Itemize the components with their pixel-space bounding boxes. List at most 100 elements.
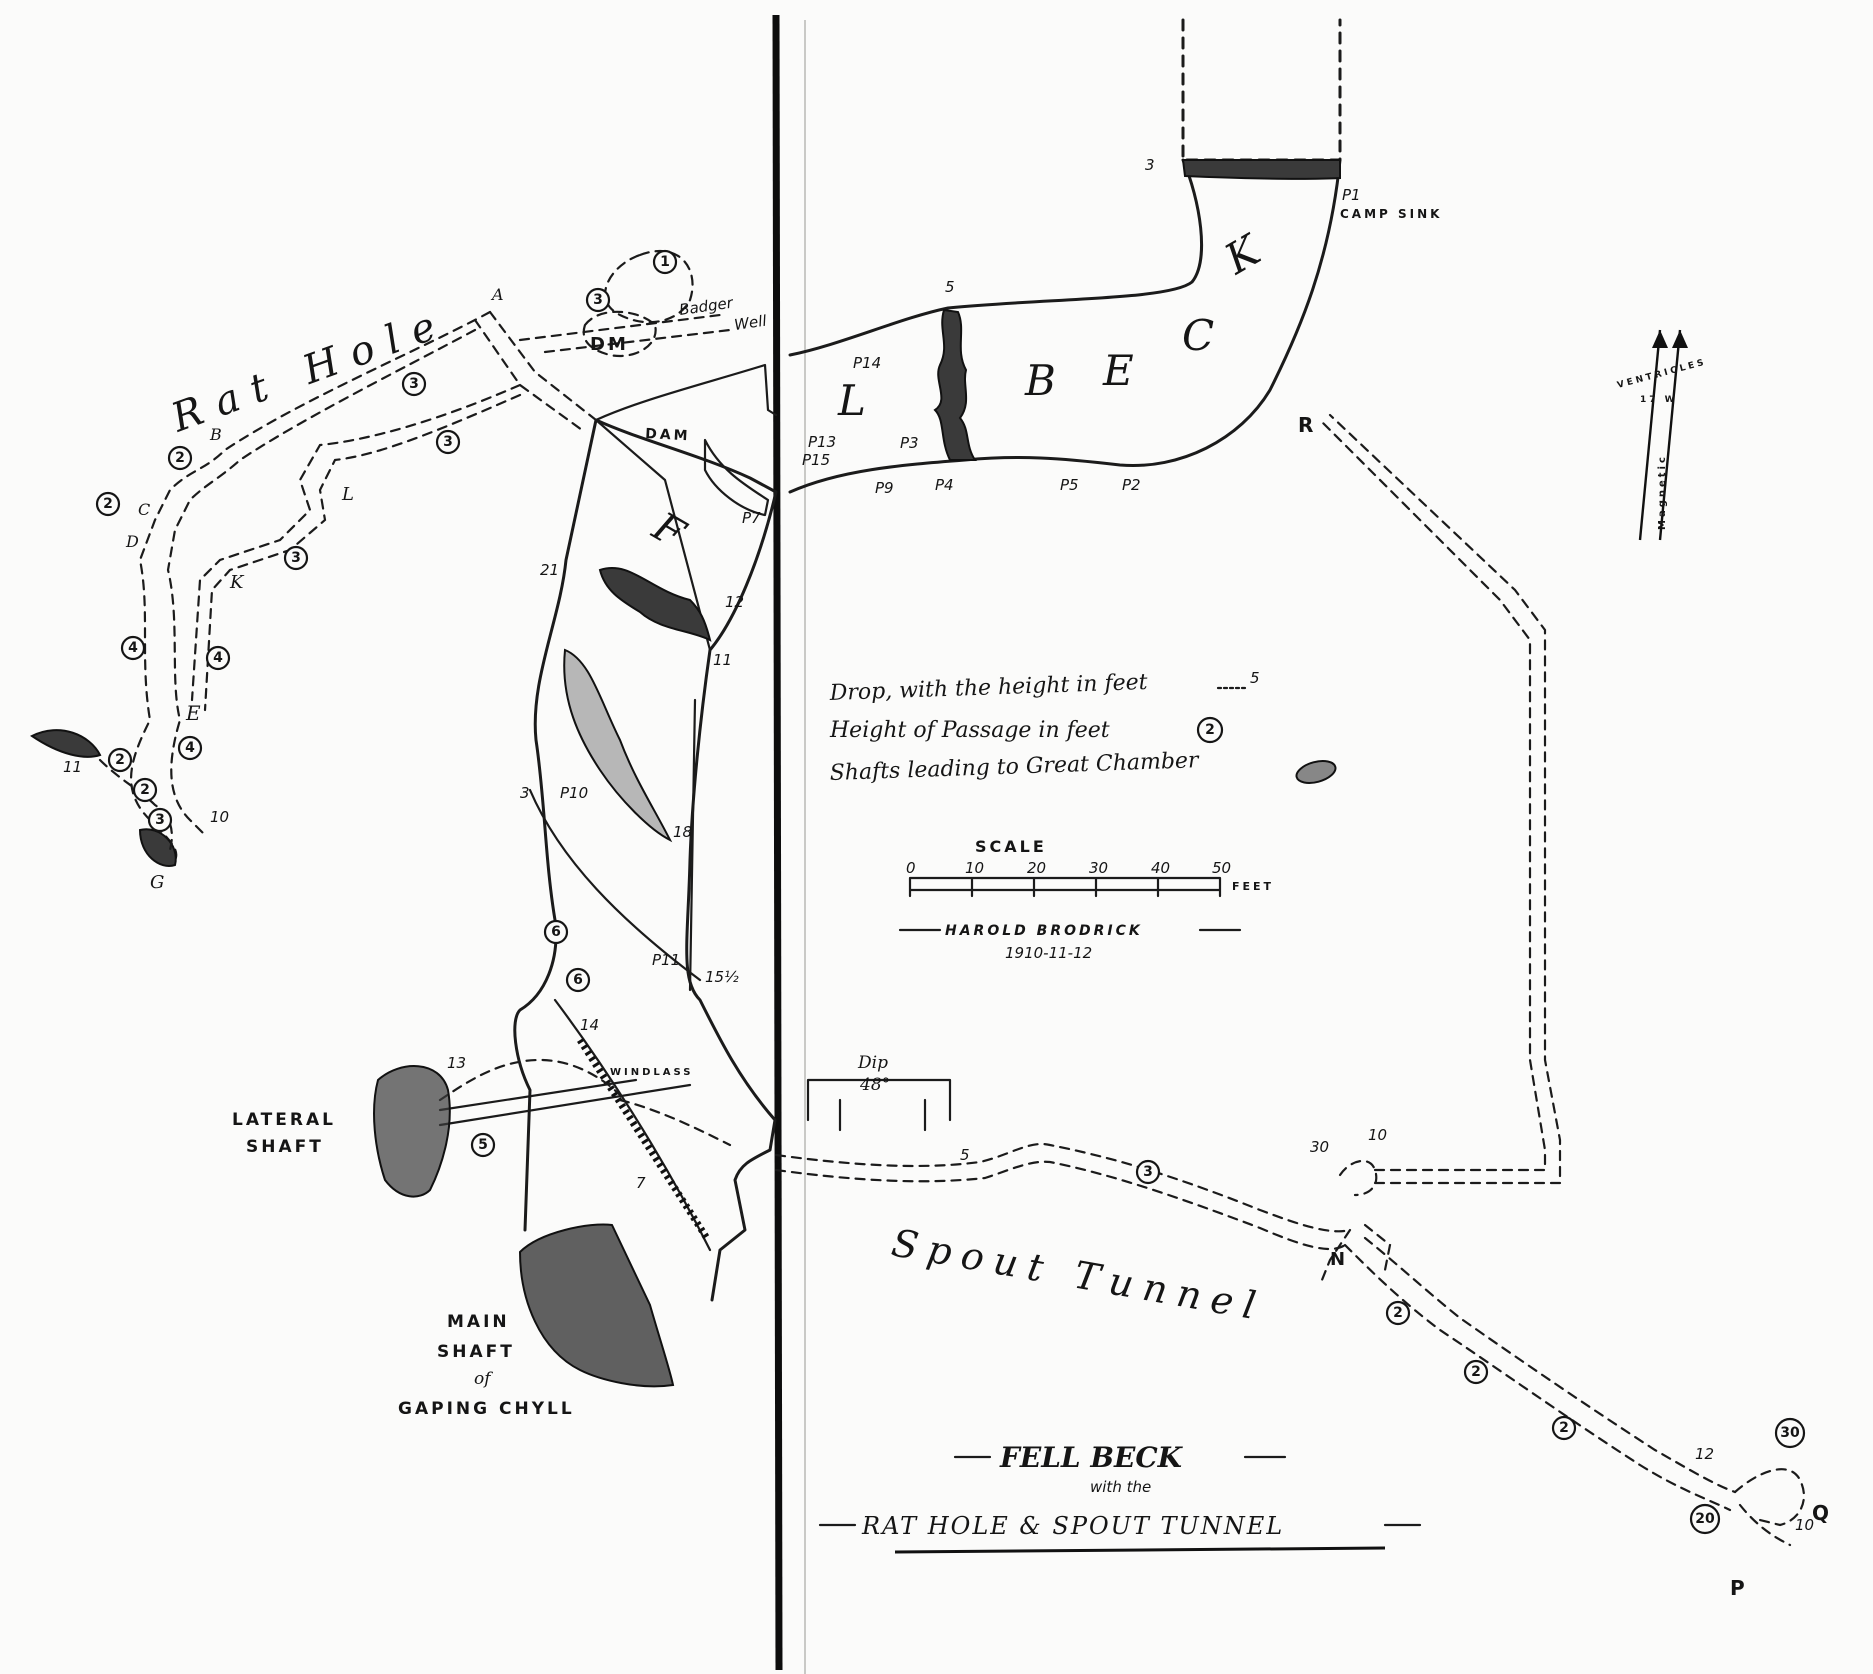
fell-beck-west	[513, 363, 778, 1302]
drop-10b: 10	[1368, 1126, 1387, 1144]
rat-hole-passages	[30, 249, 732, 867]
point-p3: P3	[900, 434, 919, 452]
height-value: 2	[115, 752, 125, 768]
drop-15-half: 15½	[705, 968, 739, 986]
height-circle	[1551, 1415, 1577, 1441]
spout-tunnel	[774, 413, 1805, 1547]
height-value: 2	[1559, 1420, 1569, 1436]
height-value: 3	[291, 550, 301, 566]
well-label: Well	[733, 312, 768, 334]
height-circle	[167, 445, 193, 471]
beck-letter-b: B	[1024, 356, 1056, 405]
point-p5: P5	[1060, 476, 1079, 494]
point-q: Q	[1812, 1501, 1832, 1525]
divider-line	[772, 14, 783, 1671]
height-value: 4	[128, 640, 138, 656]
height-circle	[401, 371, 427, 397]
height-circle	[132, 777, 158, 803]
drop-3b: 3	[520, 784, 530, 802]
camp-sink-label: CAMP SINK	[1340, 207, 1442, 221]
legend: Drop, with the height in feet 5 Height o…	[828, 669, 1337, 786]
point-p7: P7	[742, 509, 761, 527]
height-circle	[652, 249, 678, 275]
point-p13: P13	[808, 433, 836, 451]
rat-hole-label: Rat Hole	[165, 299, 455, 442]
magnetic-label: Magnetic	[1657, 454, 1668, 530]
height-circle	[283, 545, 309, 571]
ledge-hatch-2	[563, 648, 673, 843]
p7-pool	[703, 438, 770, 517]
drop-30: 30	[1310, 1138, 1329, 1156]
height-value: 5	[478, 1137, 488, 1153]
shaft-west-hatch	[30, 729, 102, 758]
height-circle	[1774, 1417, 1806, 1449]
height-circle	[177, 735, 203, 761]
rock-wall-hatch	[933, 308, 977, 461]
ledge-hatch-1	[598, 567, 712, 642]
svg-text:Rat Hole: Rat Hole	[165, 299, 455, 442]
height-value: 3	[1143, 1164, 1153, 1180]
legend-height-sample: 2	[1205, 722, 1215, 738]
point-c: C	[138, 500, 150, 519]
svg-text:SHAFT: SHAFT	[246, 1137, 324, 1157]
scale-tick-20: 20	[1027, 859, 1046, 877]
height-value: 6	[573, 972, 583, 988]
height-value: 3	[443, 434, 453, 450]
dip-value: 48°	[859, 1075, 890, 1095]
main-shaft-label: MAIN SHAFT of GAPING CHYLL	[398, 1312, 575, 1419]
point-g: G	[150, 872, 164, 893]
title-sub: RAT HOLE & SPOUT TUNNEL	[861, 1512, 1284, 1540]
north-arrow	[1638, 329, 1688, 541]
beck-letter-e: E	[1102, 346, 1134, 395]
height-value: 4	[213, 650, 223, 666]
title-main: FELL BECK	[999, 1441, 1184, 1474]
point-p15: P15	[802, 451, 830, 469]
lateral-shaft-connection	[373, 1058, 732, 1388]
height-value: 2	[140, 782, 150, 798]
point-k: K	[229, 572, 245, 593]
drop-7: 7	[636, 1174, 646, 1192]
scale-tick-50: 50	[1212, 859, 1231, 877]
drop-5b: 5	[960, 1146, 970, 1164]
svg-text:GAPING CHYLL: GAPING CHYLL	[398, 1399, 575, 1419]
drop-10c: 10	[1795, 1516, 1814, 1534]
height-value: 4	[185, 740, 195, 756]
piped-line	[577, 1038, 711, 1242]
height-circle	[1385, 1300, 1411, 1326]
point-e: E	[185, 701, 201, 725]
height-circle	[107, 747, 133, 773]
height-value: 3	[593, 292, 603, 308]
height-circle	[147, 807, 173, 833]
legend-shafts: Shafts leading to Great Chamber	[829, 748, 1200, 786]
drop-21: 21	[540, 561, 559, 579]
drop-3: 3	[1145, 156, 1155, 174]
ventricles-value: 17 W	[1640, 395, 1678, 405]
point-n: N	[1330, 1249, 1348, 1270]
beck-letter-c: C	[1182, 311, 1214, 360]
height-value: 6	[551, 924, 561, 940]
svg-text:LATERAL: LATERAL	[232, 1110, 336, 1130]
svg-text:MAIN: MAIN	[447, 1312, 510, 1332]
height-circle	[205, 645, 231, 671]
height-circle	[120, 635, 146, 661]
point-b: B	[209, 425, 222, 444]
scale-bar: SCALE 0 10 20 30 40 50 FEET HAROLD BRODR…	[898, 837, 1271, 962]
height-circle	[565, 967, 591, 993]
pool-hatch	[1181, 159, 1341, 180]
point-p14: P14	[853, 354, 881, 372]
drop-11: 11	[713, 651, 732, 669]
point-l: L	[341, 484, 354, 505]
svg-text:of: of	[474, 1369, 493, 1389]
legend-height-symbol	[1196, 716, 1224, 744]
scale-tick-30: 30	[1089, 859, 1108, 877]
drop-18: 18	[673, 823, 692, 841]
height-circle	[435, 429, 461, 455]
legend-drop: Drop, with the height in feet	[828, 670, 1148, 706]
badger-label: Badger	[678, 294, 735, 319]
legend-drop-sample: 5	[1250, 669, 1260, 687]
height-circle	[585, 287, 611, 313]
windlass-label: WINDLASS	[610, 1067, 694, 1078]
dam-label: DAM	[645, 426, 691, 444]
legend-height: Height of Passage in feet	[829, 718, 1110, 743]
point-r: R	[1298, 413, 1316, 437]
